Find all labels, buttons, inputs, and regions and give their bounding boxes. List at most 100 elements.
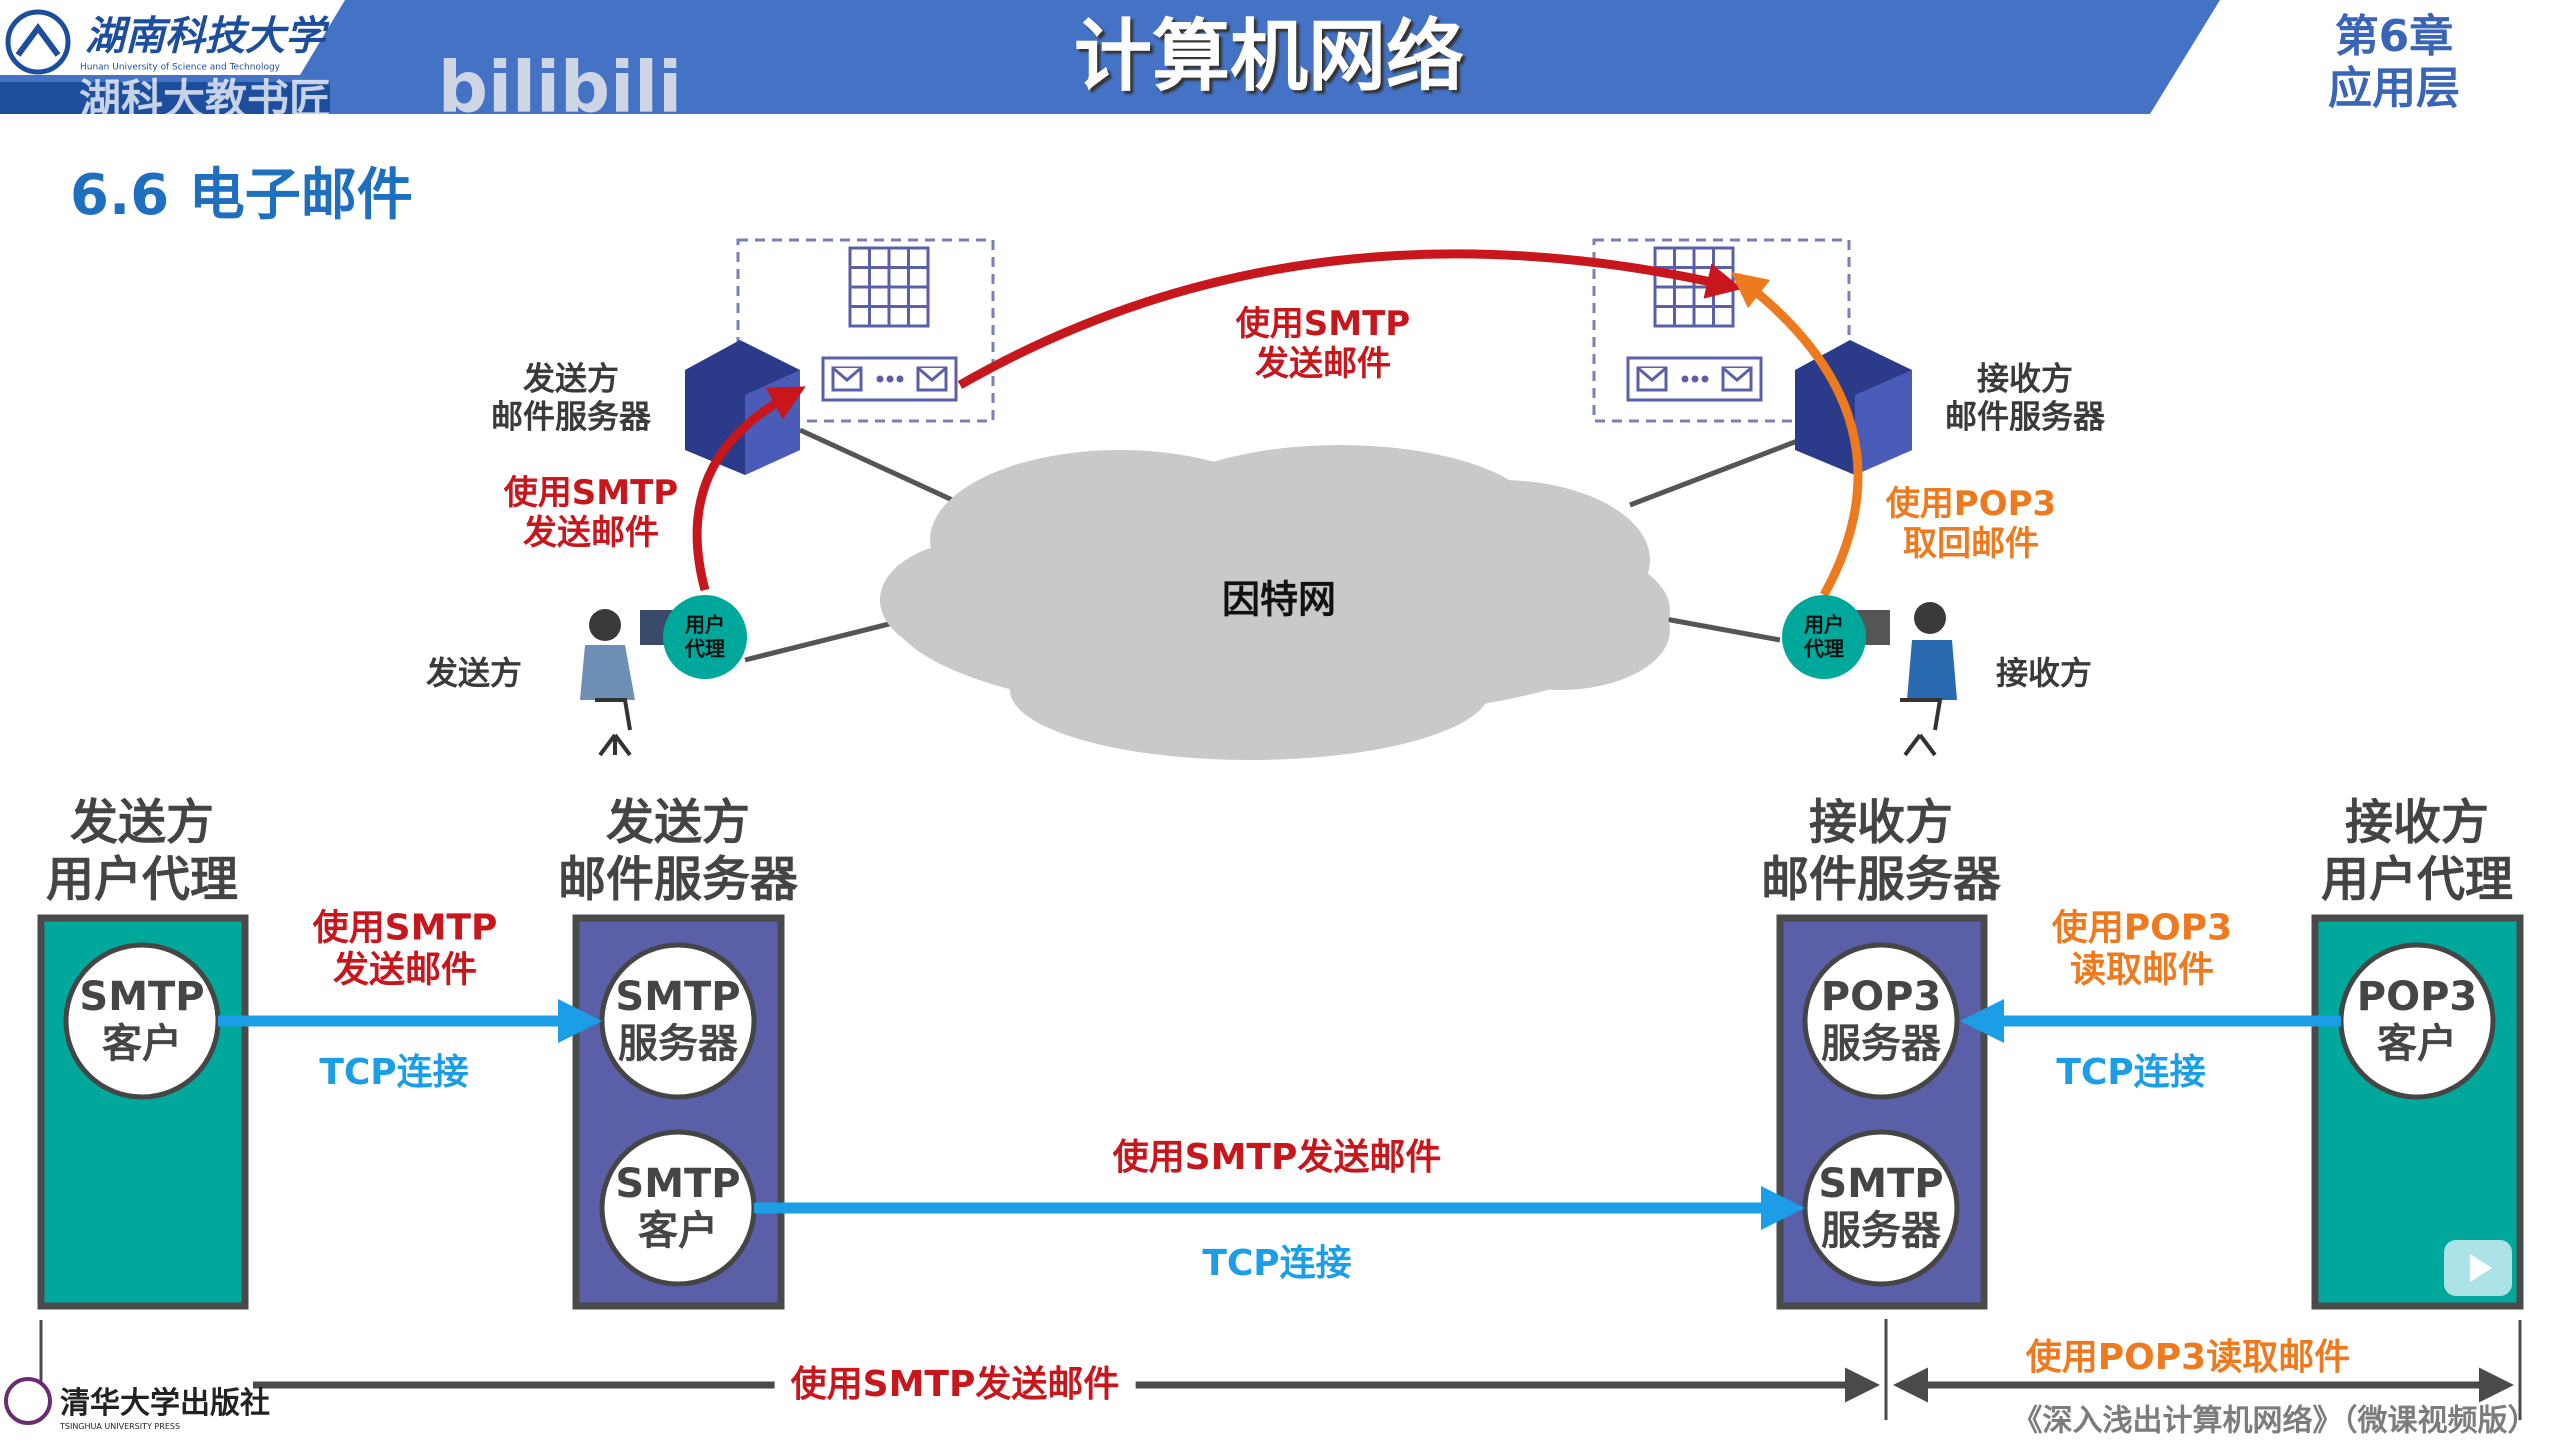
sender-mailbox-grid-icon — [848, 246, 930, 328]
label-line: 使用SMTP — [312, 907, 498, 949]
span-smtp-label: 使用SMTP发送邮件 — [774, 1363, 1136, 1407]
label-line: 邮件服务器 — [1760, 851, 2002, 907]
label-line: 发送邮件 — [1255, 344, 1391, 384]
receiver-user-agent-label: 用户代理 — [1804, 613, 1844, 660]
watermark-channel: 湖科大教书匠 — [78, 75, 332, 125]
label-line: 服务器 — [1821, 1021, 1941, 1067]
internet-cloud — [880, 445, 1670, 760]
bilibili-play-icon[interactable] — [2444, 1240, 2512, 1296]
label-line: SMTP — [615, 1160, 741, 1207]
label-line: SMTP — [1818, 1160, 1944, 1207]
receiver-server-circle-bottom — [1802, 1129, 1960, 1287]
sender-mail-queue-icon — [821, 356, 958, 402]
label-line: SMTP — [615, 973, 741, 1020]
receiver-server-circle-top — [1802, 942, 1960, 1100]
tsinghua-seal — [4, 1377, 52, 1425]
label-line: 用户代理 — [45, 851, 239, 907]
receiver-server-header: 接收方邮件服务器 — [1761, 794, 2001, 907]
publisher-logo-subtext: TSINGHUA UNIVERSITY PRESS — [60, 1422, 181, 1431]
sender-mailbox-frame — [736, 238, 995, 423]
label-line: 接收方 — [2344, 794, 2490, 851]
internet-label: 因特网 — [1221, 577, 1337, 622]
label-line: 代理 — [1804, 636, 1844, 660]
sender-label: 发送方 — [425, 654, 523, 693]
university-logo-text: 湖南科技大学 — [85, 12, 325, 60]
label-line: 邮件服务器 — [1944, 397, 2106, 435]
label-line: 客户 — [102, 1021, 182, 1067]
chapter-number: 第6章 — [2334, 11, 2454, 63]
label-line: 客户 — [2377, 1021, 2457, 1067]
label-line: 服务器 — [1821, 1208, 1941, 1254]
wire-sender-agent — [744, 617, 906, 663]
label-line: 用户 — [1804, 612, 1844, 637]
chapter-name: 应用层 — [2328, 63, 2460, 114]
receiver-person-icon — [1850, 602, 1957, 757]
link3-tcp-label: TCP连接 — [2056, 1051, 2206, 1093]
label-line: 接收方 — [1976, 359, 2074, 398]
sender-server-icon — [685, 340, 800, 475]
label-line: 服务器 — [618, 1021, 738, 1067]
logo-subband — [0, 82, 330, 114]
course-title: 计算机网络 — [1073, 11, 1465, 102]
label-line: 发送邮件 — [523, 513, 659, 553]
sender-user-agent-label: 用户代理 — [685, 613, 725, 660]
university-seal-mark — [15, 22, 61, 57]
label-line: 用户代理 — [2320, 851, 2514, 907]
section-title: 6.6 电子邮件 — [70, 163, 413, 228]
header-band — [0, 0, 2220, 114]
label-line: 用户 — [685, 612, 725, 637]
label-line: 使用SMTP — [1235, 303, 1411, 344]
label-line: 使用POP3 — [1885, 483, 2057, 524]
label-line: 发送方 — [69, 794, 215, 851]
label-line: 取回邮件 — [1903, 524, 2039, 564]
label-line: 发送邮件 — [332, 950, 478, 991]
receiver-server-label: 接收方邮件服务器 — [1944, 359, 2106, 436]
label-line: 发送方 — [522, 359, 620, 398]
receiver-user-agent-badge — [1782, 595, 1866, 679]
sender-server-circle-top — [599, 942, 757, 1100]
span-pop3-label: 使用POP3读取邮件 — [2025, 1336, 2351, 1378]
chapter-label: 第6章 应用层 — [2328, 11, 2460, 115]
wire-receiver-server — [1629, 437, 1801, 508]
university-seal — [5, 9, 71, 75]
logo-panel — [0, 0, 345, 75]
label-line: 客户 — [638, 1208, 718, 1254]
link2-label: 使用SMTP发送邮件 — [1112, 1136, 1442, 1178]
label-line: 代理 — [685, 636, 725, 660]
smtp-server-to-server-arrow — [957, 249, 1743, 389]
publisher-logo: 清华大学出版社 TSINGHUA UNIVERSITY PRESS — [60, 1378, 270, 1431]
label-line: 接收方 — [1808, 794, 1954, 851]
label-line: 使用SMTP — [503, 472, 679, 513]
label-line: POP3 — [2356, 973, 2478, 1020]
receiver-mail-queue-icon — [1626, 356, 1763, 402]
label-line: SMTP — [79, 973, 205, 1020]
book-title: 《深入浅出计算机网络》（微课视频版） — [2012, 1403, 2538, 1439]
receiver-mailbox-frame — [1592, 238, 1851, 423]
sender-user-agent-badge — [663, 595, 747, 679]
receiver-agent-header: 接收方用户代理 — [2321, 794, 2513, 907]
link2-tcp-label: TCP连接 — [1202, 1242, 1352, 1284]
sender-server-header: 发送方邮件服务器 — [558, 794, 798, 907]
label-line: POP3 — [1820, 973, 1942, 1020]
label-line: 读取邮件 — [2069, 950, 2214, 991]
wire-receiver-agent — [1659, 615, 1781, 643]
bilibili-watermark: bilibili — [437, 46, 683, 129]
pop3-fetch-arrow — [1730, 271, 1863, 598]
receiver-label: 接收方 — [1995, 654, 2093, 693]
smtp-agent-to-server-arrow — [692, 386, 806, 592]
link1-tcp-label: TCP连接 — [319, 1051, 469, 1093]
publisher-logo-text: 清华大学出版社 — [60, 1386, 270, 1421]
sender-agent-header: 发送方用户代理 — [46, 794, 238, 907]
university-logo-subtext: Hunan University of Science and Technolo… — [79, 62, 281, 73]
